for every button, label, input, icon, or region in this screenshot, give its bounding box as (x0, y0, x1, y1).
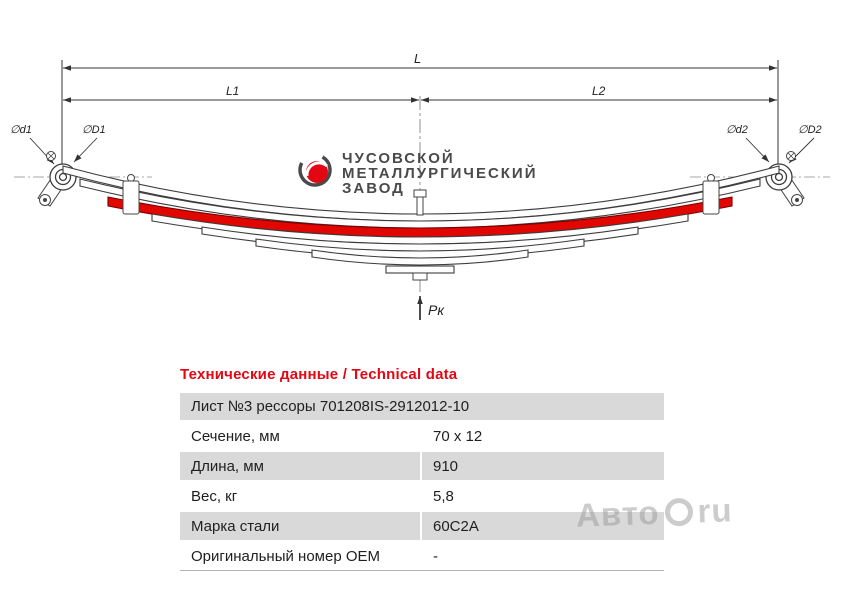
dim-label-d1: ∅d1 (10, 124, 32, 136)
table-header-row: Лист №3 рессоры 701208IS-2912012-10 (180, 393, 664, 420)
table-header-text: Лист №3 рессоры 701208IS-2912012-10 (180, 393, 664, 420)
table-row-weight: Вес, кг 5,8 (180, 482, 664, 510)
leaf-spring-drawing: L L1 L2 ∅d1 ∅D1 ∅d2 ∅D2 (10, 51, 830, 320)
dim-label-D1: ∅D1 (82, 124, 106, 136)
force-label: Pк (428, 302, 445, 318)
technical-data-section: Технические данные / Technical data Лист… (180, 366, 664, 571)
table-row-section: Сечение, мм 70 x 12 (180, 422, 664, 450)
company-logo: ЧУСОВСКОЙ МЕТАЛЛУРГИЧЕСКИЙ ЗАВОД (298, 149, 538, 197)
row-value: 910 (422, 452, 664, 480)
row-label: Сечение, мм (180, 422, 420, 450)
watermark-text-2: ru (696, 491, 734, 530)
leaf-7 (311, 249, 529, 266)
bottom-plate (385, 265, 455, 274)
dim-label-l1: L1 (226, 84, 239, 98)
logo-swoosh-icon (305, 161, 329, 177)
spec-table: Лист №3 рессоры 701208IS-2912012-10 Сече… (180, 393, 664, 571)
leaf-stack (62, 165, 780, 274)
dim-label-D2: ∅D2 (798, 124, 822, 136)
row-label: Вес, кг (180, 482, 420, 510)
dim-label-l: L (414, 51, 421, 66)
logo-orbit-icon (298, 153, 332, 187)
dimension-l (61, 60, 779, 170)
left-clamp (122, 174, 140, 215)
right-eye (765, 163, 793, 191)
row-label: Оригинальный номер OEM (180, 542, 420, 570)
row-value: - (422, 542, 664, 570)
leaf-2 (79, 178, 761, 229)
logo-text-line1: ЧУСОВСКОЙ (342, 149, 455, 167)
right-clamp (702, 174, 720, 215)
table-row-steel: Марка стали 60С2А (180, 512, 664, 540)
watermark-dot-icon (664, 497, 694, 527)
dim-label-l2: L2 (592, 84, 606, 98)
table-row-length: Длина, мм 910 (180, 452, 664, 480)
dim-label-d2: ∅d2 (726, 124, 748, 136)
row-value: 60С2А (422, 512, 664, 540)
logo-text-line3: ЗАВОД (342, 180, 405, 197)
row-label: Марка стали (180, 512, 420, 540)
center-bolt (412, 189, 428, 281)
section-title: Технические данные / Technical data (180, 366, 458, 383)
row-label: Длина, мм (180, 452, 420, 480)
logo-text-line2: МЕТАЛЛУРГИЧЕСКИЙ (342, 164, 538, 182)
row-value: 5,8 (422, 482, 664, 510)
table-row-oem: Оригинальный номер OEM - (180, 542, 664, 570)
row-value: 70 x 12 (422, 422, 664, 450)
